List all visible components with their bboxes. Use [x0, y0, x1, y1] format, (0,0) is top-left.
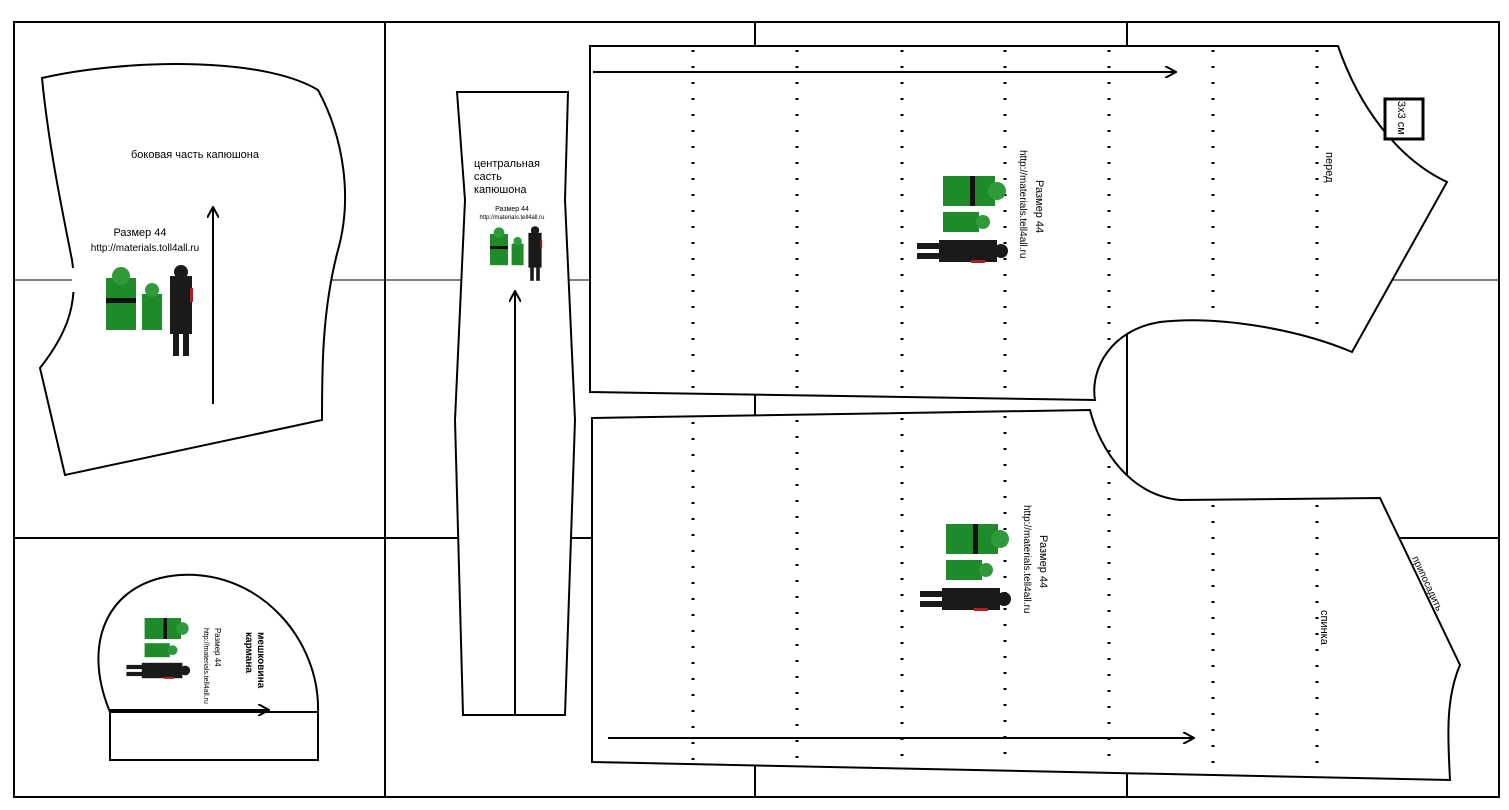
- hood-center-size: Размер 44: [495, 206, 529, 213]
- pocket-title: мешковина кармана: [243, 632, 266, 691]
- hood-center-piece: центральная састь капюшона Размер 44 htt…: [453, 91, 577, 716]
- hood-side-url: http://materials.toll4all.ru: [91, 243, 199, 254]
- back-size: Размер 44: [1037, 535, 1049, 588]
- front-piece: Размер 44 http://materials.tell4all.ru п…: [589, 45, 1449, 402]
- hood-center-url: http://materials.tell4all.ru: [479, 215, 544, 221]
- quilting-lines: [691, 416, 1319, 770]
- scale-box: [1383, 97, 1425, 141]
- pocket-piece: Размер 44 http://materials.tell4all.ru м…: [97, 573, 320, 761]
- hood-side-piece: боковая часть капюшона Размер 44 http://…: [38, 63, 347, 477]
- front-url: http://materials.tell4all.ru: [1017, 150, 1028, 258]
- back-title: спинка: [1318, 610, 1330, 646]
- front-title: перед: [1323, 152, 1335, 183]
- front-size: Размер 44: [1033, 180, 1045, 233]
- back-piece: Размер 44 http://materials.tell4all.ru с…: [591, 408, 1462, 782]
- hood-side-title: боковая часть капюшона: [131, 149, 260, 161]
- back-url: http://materials.tell4all.ru: [1021, 505, 1032, 613]
- pocket-url: http://materials.tell4all.ru: [202, 628, 209, 704]
- hood-center-title: центральная састь капюшона: [474, 158, 543, 196]
- quilting-lines: [691, 50, 1319, 396]
- hood-side-size: Размер 44: [113, 227, 166, 239]
- pocket-size: Размер 44: [213, 628, 222, 667]
- scale-box-label: 3x3 см: [1395, 101, 1407, 135]
